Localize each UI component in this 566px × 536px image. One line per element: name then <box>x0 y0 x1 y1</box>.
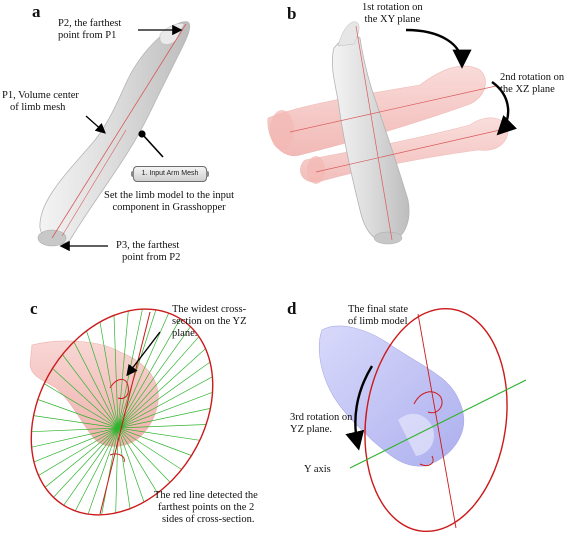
rot2-note: 2nd rotation on the XZ plane <box>500 72 564 96</box>
rot2-note-line: 2nd rotation on <box>500 72 565 83</box>
section-outline-d <box>413 391 443 467</box>
cross-section-ellipse-d <box>364 307 508 533</box>
p1-note-line: P1, Volume center <box>2 90 79 101</box>
redline-note-line: The red line detected the <box>154 490 258 501</box>
widest-note-line: plane. <box>172 328 198 339</box>
farthest-points-line-d <box>417 313 457 529</box>
p1-note: P1, Volume center of limb mesh <box>2 90 79 114</box>
cross-section-spoke <box>101 427 119 515</box>
cross-section-spokes <box>31 309 213 515</box>
cross-section-spoke <box>44 427 119 488</box>
set-note-line: component in Grasshopper <box>112 202 226 213</box>
cross-section-spoke <box>52 368 119 429</box>
arrow-p1 <box>85 115 106 134</box>
farthest-points-line-c <box>99 311 151 515</box>
final-note-line: The final state <box>348 304 409 315</box>
p3-note-line: P3, the farthest <box>116 240 180 251</box>
axis-line-a <box>51 23 187 239</box>
cross-section-spoke <box>117 348 206 429</box>
cross-section-spoke <box>117 427 200 441</box>
y-axis-note: Y axis <box>304 464 331 475</box>
rotation-arrow-yz <box>345 365 374 451</box>
cross-section-spoke <box>113 315 119 429</box>
cross-section-spoke <box>44 383 119 429</box>
cross-section-spoke <box>63 427 119 506</box>
cross-section-ellipse-c <box>30 308 214 516</box>
cross-section-spoke <box>33 415 119 429</box>
panel-letter-c: c <box>30 299 38 318</box>
cross-section-spoke <box>37 399 119 429</box>
p2-note-line: point from P1 <box>58 30 117 41</box>
cross-section-spoke <box>117 427 131 509</box>
cross-section-spoke <box>117 408 211 429</box>
axis-line-b3 <box>315 129 501 173</box>
rot1-note-line: the XY plane <box>364 14 421 25</box>
axis-line-b <box>355 25 393 241</box>
cross-section-spoke <box>117 310 129 429</box>
y-axis-line <box>349 379 527 469</box>
final-note-line: of limb model <box>348 316 408 327</box>
rot1-note: 1st rotation on the XY plane <box>362 2 423 26</box>
rot3-note-line: YZ plane. <box>290 424 332 435</box>
cross-section-spoke <box>117 376 213 429</box>
redline-note-line: sides of cross-section. <box>162 514 255 525</box>
axis-line-b2 <box>289 85 497 133</box>
rot1-note-line: 1st rotation on <box>362 2 423 13</box>
cross-section-spoke <box>117 427 192 456</box>
cross-section-spoke <box>117 391 213 429</box>
arrow-widest <box>126 331 161 377</box>
cross-section-spoke <box>99 321 119 429</box>
axis-line-a2 <box>61 129 127 237</box>
hand-mesh-d <box>318 325 464 467</box>
cross-section-spoke <box>117 336 200 429</box>
cross-section-spoke <box>87 427 119 515</box>
cross-section-spoke <box>117 361 211 429</box>
p2-note: P2, the farthest point from P1 <box>58 18 121 42</box>
cross-section-spoke <box>33 427 119 463</box>
cross-section-spoke <box>117 427 145 503</box>
cross-section-spoke <box>86 330 119 429</box>
widest-note-line: section on the YZ <box>172 316 247 327</box>
panel-letter-a: a <box>32 2 41 21</box>
rotation-arrow-xy <box>405 28 472 69</box>
set-note: Set the limb model to the input componen… <box>104 190 234 214</box>
p3-note: P3, the farthest point from P2 <box>116 240 180 264</box>
cross-section-spoke <box>117 427 158 494</box>
final-note: The final state of limb model <box>348 304 408 328</box>
cross-section-spoke <box>117 326 191 429</box>
arm-mesh-b-gray <box>331 21 410 245</box>
redline-note-line: farthest points on the 2 <box>158 502 255 513</box>
cross-section-spoke <box>117 424 207 429</box>
cross-section-spoke <box>117 427 182 470</box>
cross-section-spoke <box>117 318 181 429</box>
widest-note: The widest cross- section on the YZ plan… <box>172 304 247 340</box>
cross-section-spoke <box>73 341 119 429</box>
rot3-note: 3rd rotation on YZ plane. <box>290 412 352 436</box>
rot3-note-line: 3rd rotation on <box>290 412 353 423</box>
p1-note-line: of limb mesh <box>10 102 66 113</box>
cross-section-spoke <box>38 427 119 476</box>
cross-section-spoke <box>53 427 119 498</box>
rotation-arrow-xz <box>491 81 517 136</box>
panel-letter-d: d <box>287 299 297 318</box>
panel-letter-b: b <box>287 4 297 23</box>
section-outline-c <box>109 379 129 463</box>
cross-section-spoke <box>31 427 119 433</box>
p3-note-line: point from P2 <box>122 252 181 263</box>
p2-note-line: P2, the farthest <box>58 18 122 29</box>
input-arm-mesh-component: 1. Input Arm Mesh <box>131 166 209 182</box>
cross-section-spoke <box>74 427 119 512</box>
redline-note: The red line detected the farthest point… <box>154 490 258 526</box>
wire-end-dot <box>138 130 146 138</box>
rot2-note-line: the XZ plane <box>500 84 555 95</box>
component-wire <box>142 134 164 158</box>
cross-section-spoke <box>31 427 119 448</box>
cross-section-spoke <box>62 354 119 429</box>
set-note-line: Set the limb model to the input <box>104 190 235 201</box>
widest-note-line: The widest cross- <box>172 304 247 315</box>
cross-section-spoke <box>117 427 171 483</box>
